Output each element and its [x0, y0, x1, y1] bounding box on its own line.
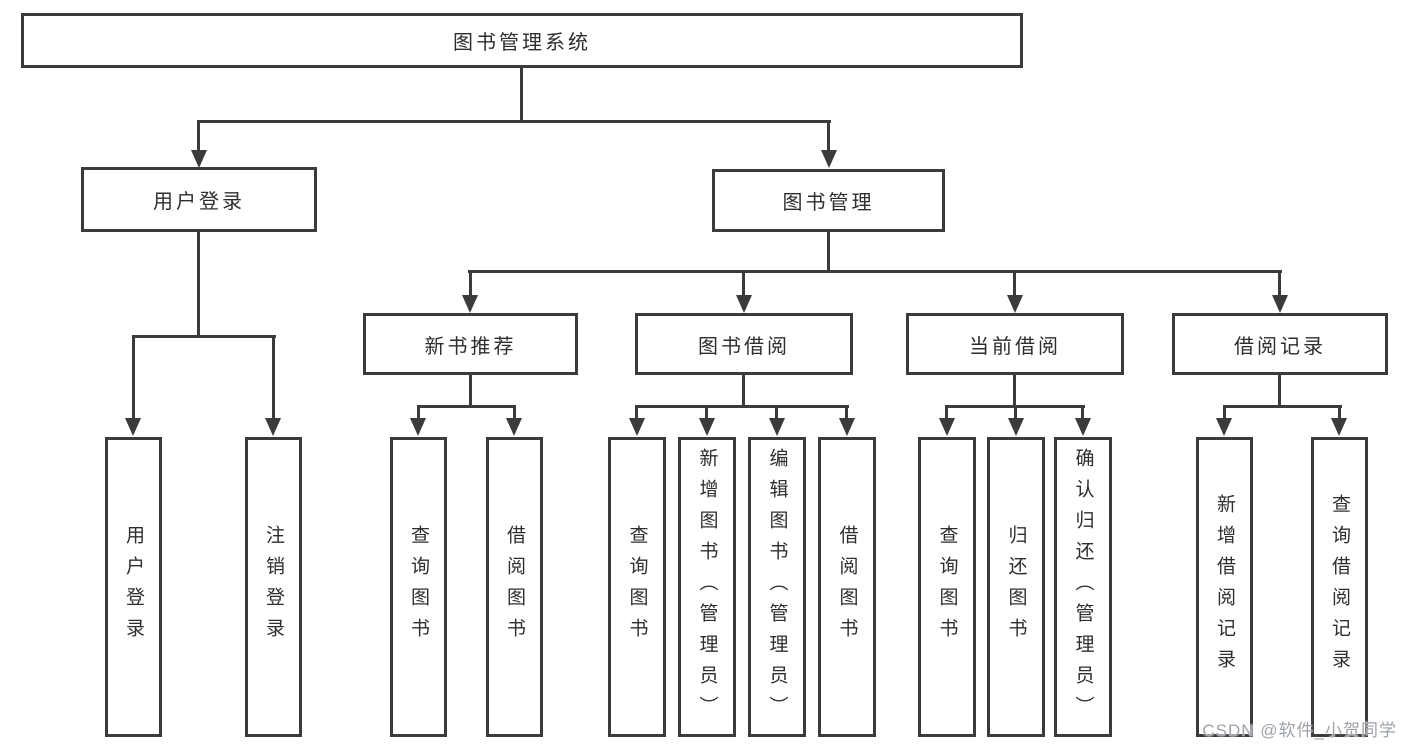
leaf-query-books-current: 查询图书	[918, 437, 976, 737]
leaf-edit-book-admin: 编辑图书（管理员）	[748, 437, 806, 737]
arrow-down-icon	[821, 150, 837, 168]
leaf-user-login: 用户登录	[105, 437, 162, 737]
leaf-return-books-label: 归还图书	[1005, 525, 1027, 649]
connector-line	[827, 232, 830, 270]
connector-line	[197, 120, 200, 150]
arrow-down-icon	[839, 418, 855, 436]
connector-line	[513, 405, 516, 418]
connector-line	[520, 68, 523, 120]
arrow-down-icon	[699, 418, 715, 436]
connector-line	[1278, 375, 1281, 405]
leaf-query-books-borrowing: 查询图书	[608, 437, 666, 737]
connector-line	[1338, 405, 1341, 418]
arrow-down-icon	[769, 418, 785, 436]
leaf-borrow-books-recommend-label: 借阅图书	[504, 525, 525, 649]
connector-line	[132, 335, 276, 338]
leaf-confirm-return-admin-label: 确认归还（管理员）	[1072, 447, 1094, 727]
leaf-add-book-admin-label: 新增图书（管理员）	[696, 447, 718, 727]
arrow-down-icon	[736, 295, 752, 313]
leaf-query-borrow-record-label: 查询借阅记录	[1329, 494, 1350, 680]
arrow-down-icon	[1007, 295, 1023, 313]
leaf-query-books-borrowing-label: 查询图书	[626, 525, 648, 649]
leaf-query-books-recommend-label: 查询图书	[408, 525, 429, 649]
node-user-login: 用户登录	[81, 167, 317, 232]
connector-line	[272, 335, 275, 418]
node-root-label: 图书管理系统	[453, 32, 591, 54]
leaf-user-login-label: 用户登录	[123, 525, 144, 649]
arrow-down-icon	[1331, 418, 1347, 436]
node-book-borrowing: 图书借阅	[635, 313, 853, 375]
connector-line	[945, 405, 948, 418]
arrow-down-icon	[1075, 418, 1091, 436]
connector-line	[705, 405, 708, 418]
connector-line	[775, 405, 778, 418]
connector-line	[468, 270, 1282, 273]
connector-line	[417, 405, 516, 408]
leaf-borrow-books-borrowing: 借阅图书	[818, 437, 876, 737]
connector-line	[1014, 405, 1017, 418]
leaf-return-books: 归还图书	[987, 437, 1045, 737]
leaf-logout-label: 注销登录	[263, 525, 284, 649]
arrow-down-icon	[125, 418, 141, 436]
leaf-confirm-return-admin: 确认归还（管理员）	[1054, 437, 1112, 737]
leaf-borrow-books-borrowing-label: 借阅图书	[836, 525, 858, 649]
arrow-down-icon	[506, 418, 522, 436]
connector-line	[1223, 405, 1342, 408]
connector-line	[197, 232, 200, 335]
node-book-management: 图书管理	[712, 169, 945, 232]
arrow-down-icon	[1272, 295, 1288, 313]
arrow-down-icon	[191, 150, 207, 168]
connector-line	[635, 405, 638, 418]
node-new-book-recommend: 新书推荐	[363, 313, 578, 375]
node-new-book-recommend-label: 新书推荐	[424, 335, 517, 358]
connector-line	[469, 270, 472, 295]
arrow-down-icon	[462, 295, 478, 313]
leaf-add-borrow-record-label: 新增借阅记录	[1214, 494, 1235, 680]
connector-line	[742, 375, 745, 405]
connector-line	[1013, 375, 1016, 405]
connector-line	[845, 405, 848, 418]
node-root-library-system: 图书管理系统	[21, 13, 1023, 68]
connector-line	[635, 405, 849, 408]
leaf-query-borrow-record: 查询借阅记录	[1311, 437, 1368, 737]
arrow-down-icon	[629, 418, 645, 436]
leaf-edit-book-admin-label: 编辑图书（管理员）	[766, 447, 788, 727]
connector-line	[1013, 270, 1016, 295]
arrow-down-icon	[410, 418, 426, 436]
node-current-borrowing: 当前借阅	[906, 313, 1124, 375]
connector-line	[1081, 405, 1084, 418]
arrow-down-icon	[1008, 418, 1024, 436]
connector-line	[827, 120, 830, 150]
node-borrowing-records: 借阅记录	[1172, 313, 1388, 375]
leaf-add-book-admin: 新增图书（管理员）	[678, 437, 736, 737]
leaf-query-books-recommend: 查询图书	[390, 437, 447, 737]
arrow-down-icon	[939, 418, 955, 436]
leaf-add-borrow-record: 新增借阅记录	[1196, 437, 1253, 737]
connector-line	[417, 405, 420, 418]
connector-line	[1278, 270, 1281, 295]
connector-line	[1223, 405, 1226, 418]
arrow-down-icon	[1216, 418, 1232, 436]
connector-line	[197, 120, 831, 123]
node-user-login-label: 用户登录	[153, 191, 245, 213]
leaf-logout: 注销登录	[245, 437, 302, 737]
connector-line	[132, 335, 135, 418]
connector-line	[469, 375, 472, 405]
watermark: CSDN @软件_小贺同学	[1202, 721, 1397, 740]
connector-line	[742, 270, 745, 295]
node-book-borrowing-label: 图书借阅	[698, 335, 790, 358]
node-current-borrowing-label: 当前借阅	[969, 335, 1061, 358]
node-book-management-label: 图书管理	[782, 192, 875, 214]
arrow-down-icon	[265, 418, 281, 436]
leaf-borrow-books-recommend: 借阅图书	[486, 437, 543, 737]
node-borrowing-records-label: 借阅记录	[1234, 335, 1326, 358]
leaf-query-books-current-label: 查询图书	[936, 525, 958, 649]
